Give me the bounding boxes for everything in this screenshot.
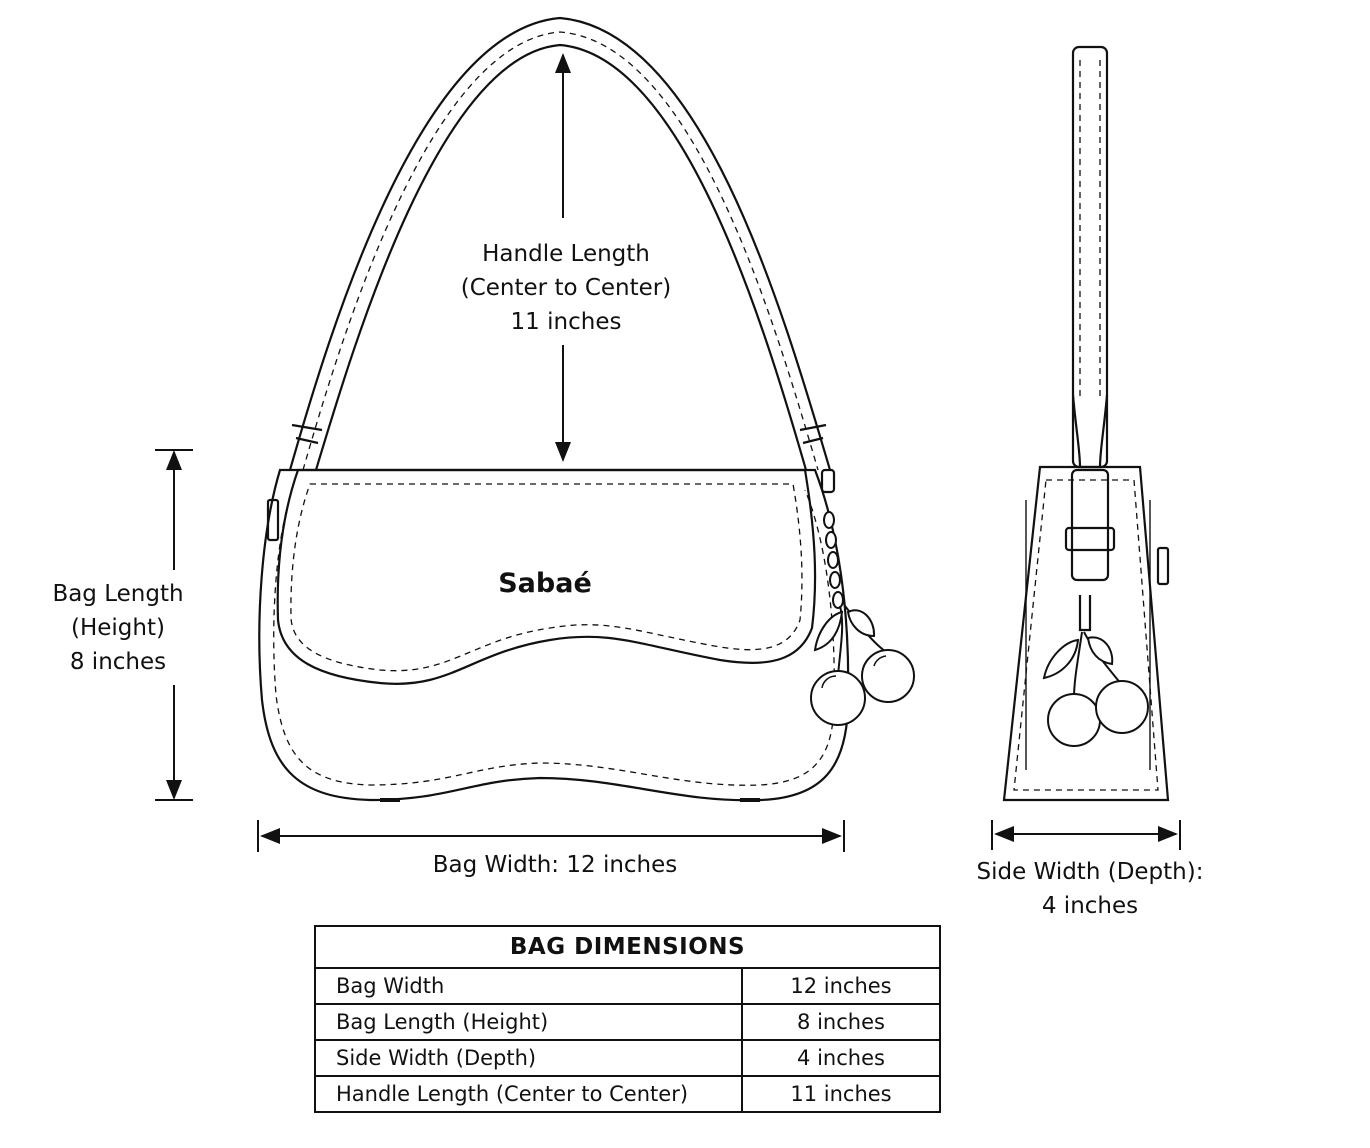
dimensions-table: BAG DIMENSIONS Bag Width 12 inches Bag L… (314, 925, 941, 1113)
front-view (258, 16, 850, 802)
row-name: Handle Length (Center to Center) (314, 1075, 743, 1113)
side-cherry-charm (1042, 631, 1149, 747)
handle-length-label: Handle Length (Center to Center) 11 inch… (436, 237, 696, 339)
height-label-line-1: Bag Length (52, 581, 184, 607)
brand-logo-text: Sabaé (498, 568, 592, 599)
bag-height-label: Bag Length (Height) 8 inches (28, 577, 208, 679)
bag-body (258, 468, 850, 802)
row-value: 11 inches (741, 1075, 941, 1113)
dimension-arrows (155, 53, 1181, 852)
height-label-line-3: 8 inches (69, 649, 167, 675)
table-row: Bag Width 12 inches (314, 967, 941, 1005)
handle (288, 16, 832, 471)
handle-label-line-1: Handle Length (482, 241, 650, 267)
row-name: Side Width (Depth) (314, 1039, 743, 1077)
cherry-charm (810, 511, 915, 726)
height-label-line-2: (Height) (71, 615, 165, 641)
row-value: 12 inches (741, 967, 941, 1005)
bag-width-label: Bag Width: 12 inches (380, 848, 730, 882)
table-header-row: BAG DIMENSIONS (314, 925, 941, 969)
row-name: Bag Width (314, 967, 743, 1005)
side-depth-label: Side Width (Depth): 4 inches (960, 855, 1220, 923)
row-name: Bag Length (Height) (314, 1003, 743, 1041)
width-label-text: Bag Width: 12 inches (432, 852, 678, 878)
handle-label-line-2: (Center to Center) (460, 275, 672, 301)
depth-label-line-2: 4 inches (1041, 893, 1139, 919)
side-view (1002, 45, 1170, 802)
handle-label-line-3: 11 inches (510, 309, 622, 335)
table-row: Handle Length (Center to Center) 11 inch… (314, 1075, 941, 1113)
table-title: BAG DIMENSIONS (314, 925, 941, 969)
row-value: 4 inches (741, 1039, 941, 1077)
bag-flap (276, 468, 817, 685)
table-row: Side Width (Depth) 4 inches (314, 1039, 941, 1077)
table-row: Bag Length (Height) 8 inches (314, 1003, 941, 1041)
depth-label-line-1: Side Width (Depth): (976, 859, 1204, 885)
row-value: 8 inches (741, 1003, 941, 1041)
